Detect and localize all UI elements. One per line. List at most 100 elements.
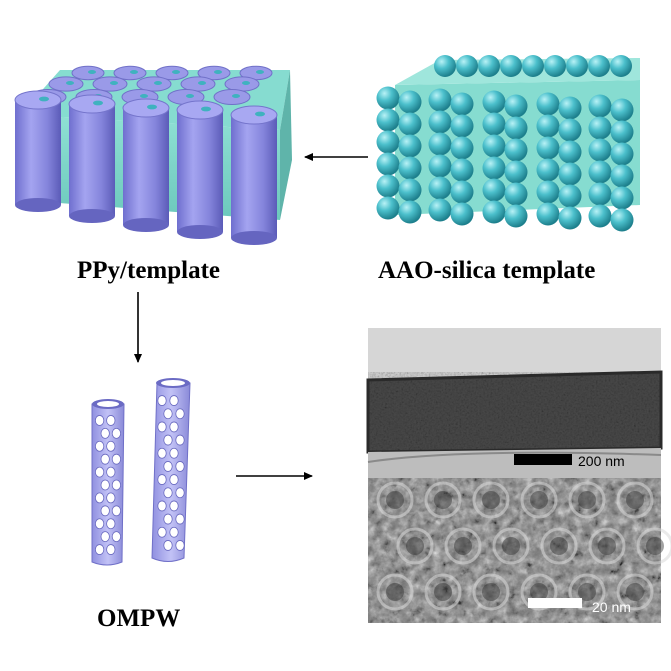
silica-sphere [450, 158, 474, 182]
silica-sphere [482, 178, 506, 202]
ompw-pore [100, 531, 110, 543]
silica-sphere [566, 55, 588, 77]
ompw-pore [175, 461, 185, 472]
ompw-pore [169, 474, 179, 485]
ompw-pore [157, 526, 167, 538]
silica-sphere [482, 134, 506, 158]
ompw-pore [157, 447, 167, 459]
ompw-pore [106, 466, 116, 478]
ppy-template-illustration [14, 65, 292, 245]
silica-sphere [376, 152, 400, 176]
silica-sphere [536, 158, 560, 182]
ompw-pore [100, 453, 110, 465]
silica-sphere [450, 92, 474, 116]
ompw-pore [100, 479, 110, 491]
tem-pore-ring [376, 481, 414, 519]
tem-pore-ring [588, 527, 626, 565]
ppy-pore-dot [186, 94, 194, 98]
silica-sphere [376, 130, 400, 154]
ompw-pore [163, 513, 173, 525]
silica-sphere [536, 136, 560, 160]
ompw-pore [111, 505, 122, 517]
silica-sphere [428, 132, 452, 156]
silica-sphere [610, 186, 634, 210]
silica-sphere [610, 55, 632, 77]
silica-sphere [588, 182, 612, 206]
silica-sphere [450, 180, 474, 204]
ppy-cylinder [231, 115, 277, 238]
ppy-pore-dot [39, 96, 49, 102]
ppy-cylinder-cap [122, 98, 170, 118]
ompw-pore [111, 479, 122, 491]
silica-sphere [398, 90, 422, 114]
ppy-pore-dot [232, 94, 240, 98]
ompw-tube-left [91, 399, 125, 566]
silica-sphere [428, 110, 452, 134]
ppy-pore-dot [66, 81, 74, 85]
ppy-pore-dot [130, 70, 138, 74]
tem-pore-ring [472, 481, 510, 519]
silica-sphere [398, 134, 422, 158]
ompw-pore [163, 408, 173, 420]
silica-sphere [536, 202, 560, 226]
tem-pore-ring [636, 527, 671, 565]
ppy-cylinder [177, 110, 223, 232]
silica-sphere [450, 136, 474, 160]
silica-sphere [610, 98, 634, 122]
ppy-pore-dot [198, 81, 206, 85]
tem-pore-ring [540, 527, 578, 565]
silica-sphere [558, 96, 582, 120]
silica-sphere [588, 94, 612, 118]
silica-sphere [558, 140, 582, 164]
tem-pore-ring [520, 573, 558, 611]
silica-sphere [536, 92, 560, 116]
silica-sphere [482, 112, 506, 136]
ppy-cylinder [123, 108, 169, 225]
ompw-pore [100, 505, 110, 517]
ompw-pore [95, 466, 105, 478]
silica-sphere [536, 180, 560, 204]
ompw-pore [95, 415, 105, 426]
scalebar-200nm [514, 454, 572, 465]
ppy-cylinder-cap [136, 76, 172, 92]
silica-sphere [398, 200, 422, 224]
ppy-cylinder-cap [197, 65, 231, 81]
tem-image-low-magnification: 200 nm [366, 328, 663, 478]
ompw-pore [169, 500, 179, 512]
ompw-pore [169, 447, 179, 459]
silica-sphere [428, 88, 452, 112]
ompw-pore [106, 492, 116, 504]
ppy-pore-dot [172, 70, 180, 74]
ompw-pore [95, 518, 105, 530]
ompw-pore [157, 395, 167, 406]
silica-sphere [536, 114, 560, 138]
ompw-pore [106, 544, 116, 555]
ompw-illustration [91, 378, 191, 566]
ppy-pore-dot [140, 94, 148, 98]
ompw-tube-right [151, 378, 191, 562]
ppy-pore-dot [242, 81, 250, 85]
ppy-pore-dot [214, 70, 222, 74]
ppy-pore-dot [93, 100, 103, 106]
ompw-pore [95, 440, 105, 452]
silica-sphere [610, 208, 634, 232]
ompw-pore [163, 487, 173, 499]
ompw-pore [111, 427, 122, 439]
ompw-pore [169, 421, 179, 433]
ppy-cylinder-cap [113, 65, 147, 81]
tem-pore-ring [396, 527, 434, 565]
tem-pore-ring [492, 527, 530, 565]
ppy-cylinder-cap [71, 65, 105, 81]
ppy-pore-dot [255, 111, 265, 117]
tem-pore-ring [424, 481, 462, 519]
scalebar-20nm-label: 20 nm [592, 599, 631, 615]
ompw-pore [157, 500, 167, 512]
silica-sphere [588, 138, 612, 162]
silica-sphere [478, 55, 500, 77]
tem-pore-ring [568, 573, 606, 611]
silica-sphere [558, 184, 582, 208]
silica-sphere [588, 116, 612, 140]
silica-sphere [588, 204, 612, 228]
tem-pore-ring [520, 481, 558, 519]
